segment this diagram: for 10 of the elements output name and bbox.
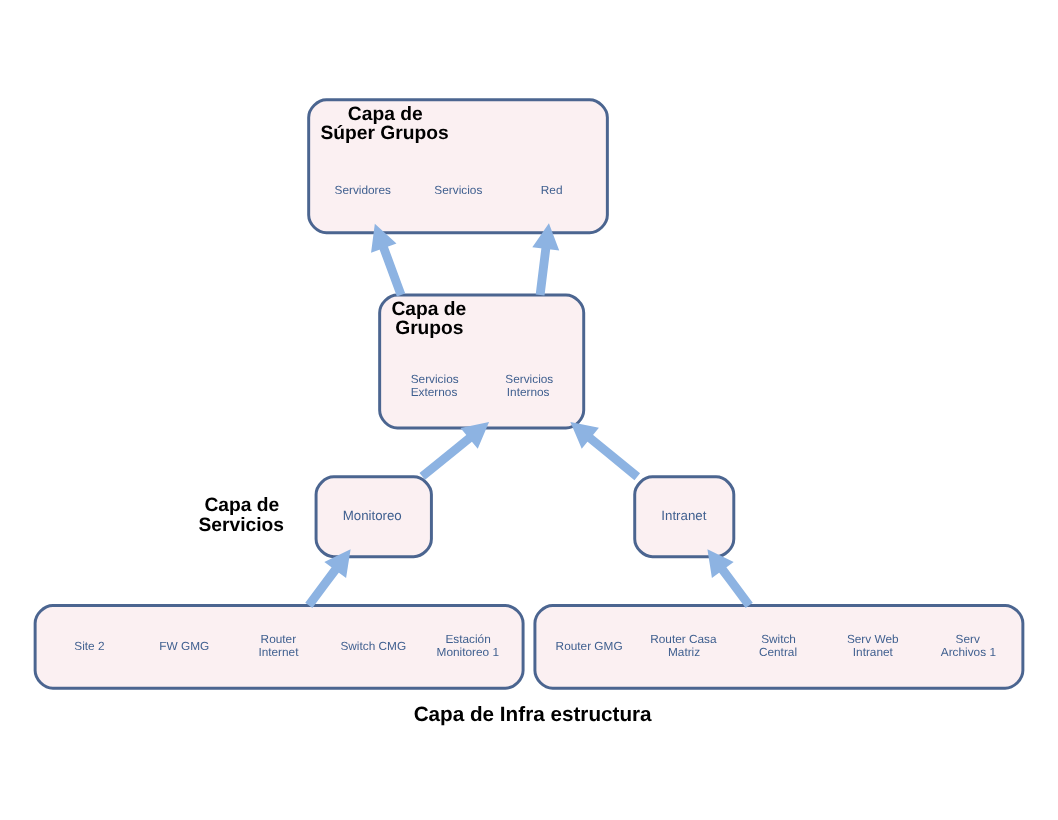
- arrow: [707, 548, 753, 608]
- cluster: [533, 602, 1025, 689]
- arrow: [305, 548, 351, 608]
- arrow: [371, 222, 406, 296]
- node-label: Capa de Servicios: [198, 494, 285, 536]
- arrow: [419, 420, 490, 479]
- cluster: [33, 602, 525, 689]
- arrow: [532, 222, 560, 295]
- caption: Capa de Infra estructura: [413, 704, 652, 727]
- arrow: [570, 420, 641, 480]
